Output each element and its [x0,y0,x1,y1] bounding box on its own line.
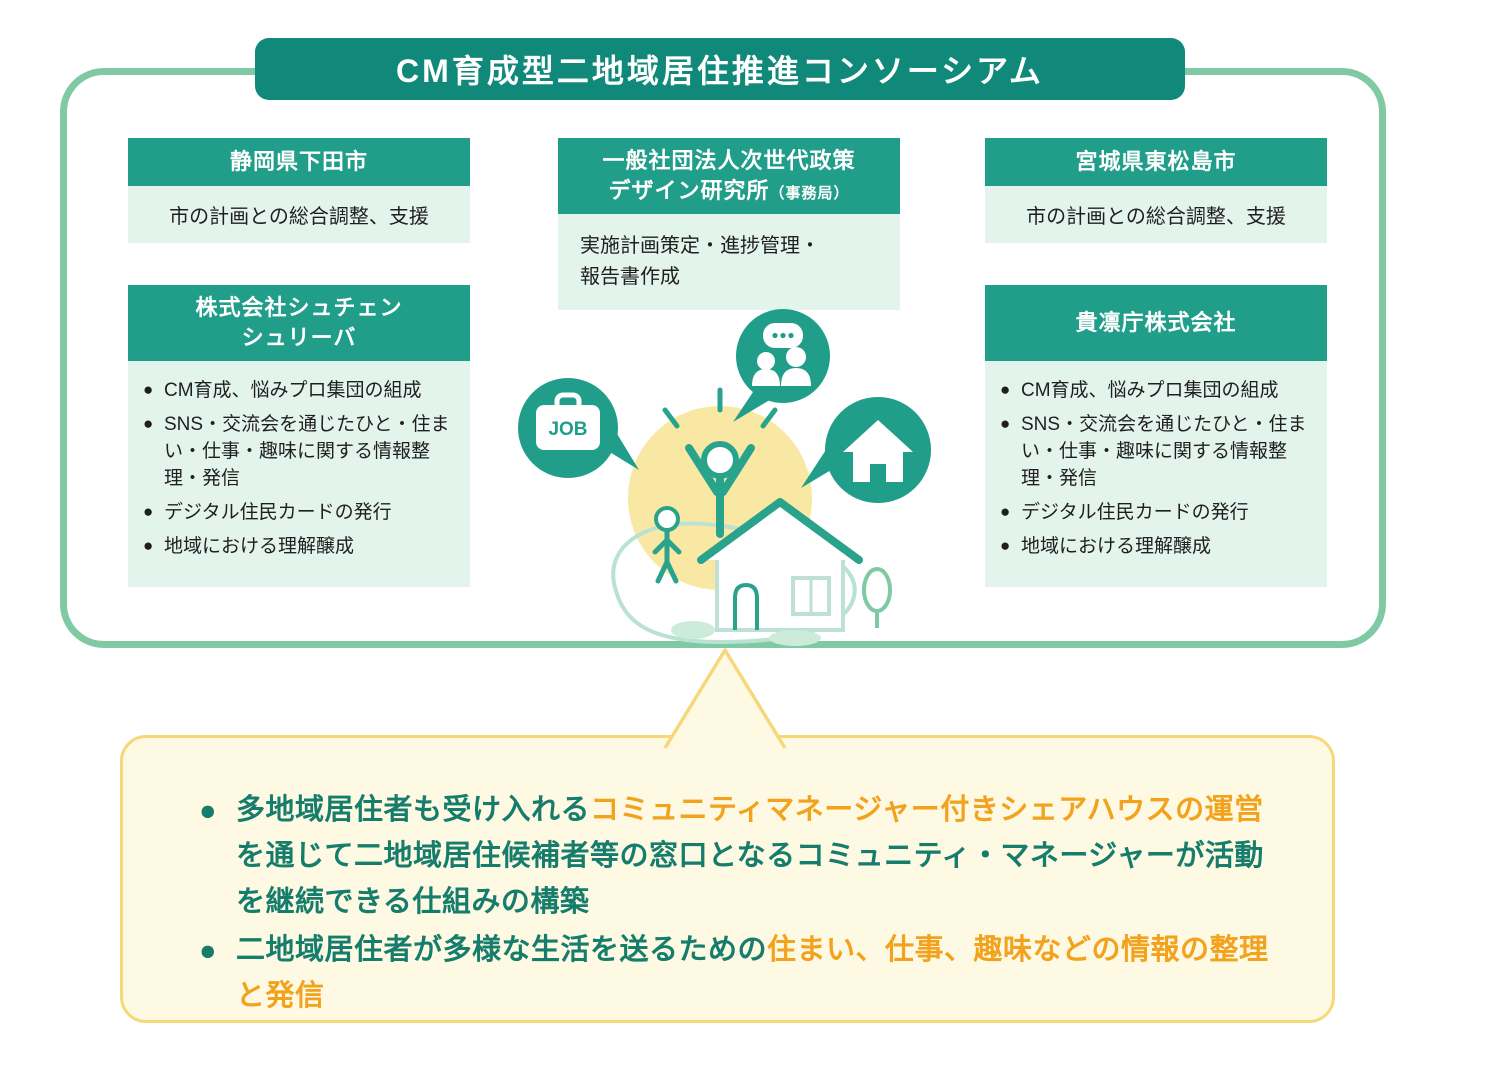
bullet-text: 地域における理解醸成 [1021,535,1212,557]
chat-bubble-icon [733,309,830,422]
page-title: CM育成型二地域居住推進コンソーシアム [255,38,1185,100]
summary-text: 多地域居住者も受け入れる [236,794,591,826]
list-item: ● CM育成、悩みプロ集団の組成 [1000,378,1317,405]
callout-pointer [663,648,787,749]
bullet-marker: ● [143,380,154,399]
bullet-marker: ● [1000,413,1011,433]
summary-highlight: コミュニティマネージャー付きシェアハウスの運営 [590,794,1264,826]
bullet-marker: ● [199,935,218,968]
summary-item: ● 二地域居住者が多様な生活を送るための住まい、仕事、趣味などの情報の整理と発信 [199,928,1277,1020]
list-item: ● 地域における理解醸成 [143,534,460,561]
card-shimoda: 静岡県下田市 市の計画との総合調整、支援 [128,138,470,243]
person-figure [685,441,755,538]
org-name-suffix: （事務局） [769,185,850,202]
bullet-marker: ● [1000,501,1011,521]
card-secretariat-role: 実施計画策定・進捗管理・ 報告書作成 [558,214,900,310]
org-name: 株式会社シュチェン シュリーバ [195,295,403,350]
org-name: 宮城県東松島市 [1075,149,1237,175]
bullet-text: CM育成、悩みプロ集団の組成 [164,380,422,401]
card-shimoda-role: 市の計画との総合調整、支援 [128,186,470,243]
summary-item: ● 多地域居住者も受け入れるコミュニティマネージャー付きシェアハウスの運営を通じ… [199,788,1277,925]
bullet-text: 地域における理解醸成 [164,535,355,557]
community-illustration: JOB [518,309,931,646]
sparkle-rays [662,387,778,429]
card-kirincho-header: 貴凛庁株式会社 [985,285,1327,361]
list-item: ● SNS・交流会を通じたひと・住まい・仕事・趣味に関する情報整理・発信 [1000,412,1317,493]
card-schuchen-body: ● CM育成、悩みプロ集団の組成 ● SNS・交流会を通じたひと・住まい・仕事・… [128,361,470,587]
bullet-marker: ● [143,535,154,555]
card-kirincho-body: ● CM育成、悩みプロ集団の組成 ● SNS・交流会を通じたひと・住まい・仕事・… [985,361,1327,587]
ground-loop [611,521,857,645]
card-higashimatsushima: 宮城県東松島市 市の計画との総合調整、支援 [985,138,1327,243]
bullet-text: SNS・交流会を通じたひと・住まい・仕事・趣味に関する情報整理・発信 [1021,413,1307,489]
summary-text: を通じて二地域居住候補者等の窓口となるコミュニティ・マネージャーが活動を継続でき… [236,839,1264,918]
list-item: ● 地域における理解醸成 [1000,534,1317,561]
bullet-text: CM育成、悩みプロ集団の組成 [1021,380,1279,401]
bullet-marker: ● [143,413,154,433]
summary-text: 二地域居住者が多様な生活を送るための [236,934,768,967]
tree [862,567,892,628]
list-item: ● デジタル住民カードの発行 [1000,500,1317,527]
card-secretariat-header: 一般社団法人次世代政策 デザイン研究所（事務局） [558,138,900,214]
child-figure [652,506,682,584]
bullet-text: デジタル住民カードの発行 [1021,501,1249,523]
card-higashimatsushima-role: 市の計画との総合調整、支援 [985,186,1327,243]
summary-highlight: 住まい、仕事、趣味などの情報の整理と発信 [236,934,1269,1013]
bullet-marker: ● [1000,380,1011,399]
bullet-marker: ● [143,501,154,521]
list-item: ● デジタル住民カードの発行 [143,500,460,527]
bush [769,630,821,646]
list-item: ● SNS・交流会を通じたひと・住まい・仕事・趣味に関する情報整理・発信 [143,412,460,493]
job-label: JOB [548,419,587,440]
job-bubble-icon: JOB [518,378,639,478]
org-name: 一般社団法人次世代政策 デザイン研究所 [602,148,856,203]
page-title-text: CM育成型二地域居住推進コンソーシアム [396,53,1044,89]
bullet-text: SNS・交流会を通じたひと・住まい・仕事・趣味に関する情報整理・発信 [164,413,450,489]
house-figure [697,498,863,632]
card-schuchen: 株式会社シュチェン シュリーバ ● CM育成、悩みプロ集団の組成 ● SNS・交… [128,285,470,587]
org-name-wrap: 一般社団法人次世代政策 デザイン研究所（事務局） [602,146,855,205]
card-schuchen-header: 株式会社シュチェン シュリーバ [128,285,470,361]
bullet-marker: ● [1000,535,1011,555]
org-name: 静岡県下田市 [229,149,368,175]
summary-callout: ● 多地域居住者も受け入れるコミュニティマネージャー付きシェアハウスの運営を通じ… [120,735,1335,1023]
list-item: ● CM育成、悩みプロ集団の組成 [143,378,460,405]
card-secretariat: 一般社団法人次世代政策 デザイン研究所（事務局） 実施計画策定・進捗管理・ 報告… [558,138,900,310]
card-higashimatsushima-header: 宮城県東松島市 [985,138,1327,186]
org-name: 貴凛庁株式会社 [1075,310,1237,336]
card-kirincho: 貴凛庁株式会社 ● CM育成、悩みプロ集団の組成 ● SNS・交流会を通じたひと… [985,285,1327,587]
bush [671,621,715,639]
bullet-text: デジタル住民カードの発行 [164,501,392,523]
card-shimoda-header: 静岡県下田市 [128,138,470,186]
bullet-marker: ● [199,795,218,827]
house-bubble-icon [801,397,931,503]
